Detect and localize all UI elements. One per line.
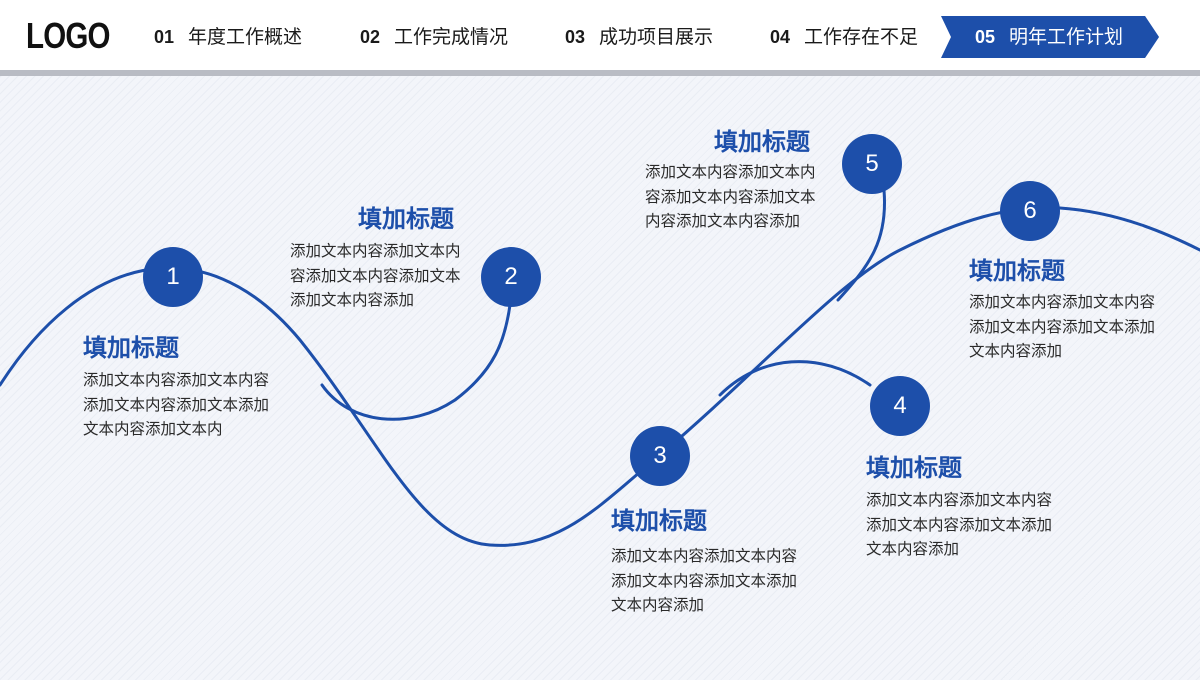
- step-4-title: 填加标题: [866, 454, 962, 482]
- nav-number: 01: [154, 27, 175, 47]
- step-node-6: 6: [1000, 181, 1060, 241]
- header-bar: LOGO 01 年度工作概述 02 工作完成情况 03 成功项目展示 04 工作…: [0, 0, 1200, 70]
- step-2-text: 添加文本内容添加文本内容添加文本内容添加文本添加文本内容添加: [290, 242, 461, 309]
- step-1-text: 添加文本内容添加文本内容添加文本内容添加文本添加文本内容添加文本内: [83, 371, 270, 438]
- curve-branch-4: [718, 360, 872, 397]
- step-node-1: 1: [143, 247, 203, 307]
- nav-number: 03: [565, 27, 586, 47]
- step-number: 1: [166, 263, 180, 290]
- step-number: 2: [504, 263, 518, 290]
- step-number: 5: [865, 150, 879, 177]
- curve-branch-5: [836, 188, 887, 302]
- step-3-title: 填加标题: [611, 507, 707, 535]
- step-5-title: 填加标题: [714, 128, 810, 156]
- step-node-3: 3: [630, 426, 690, 486]
- step-node-5: 5: [842, 134, 902, 194]
- nav-number: 02: [360, 27, 381, 47]
- step-node-2: 2: [481, 247, 541, 307]
- step-6-title: 填加标题: [969, 257, 1065, 285]
- nav-label: 年度工作概述: [188, 26, 303, 48]
- nav-item-shortcomings[interactable]: 04 工作存在不足: [770, 16, 918, 58]
- header-divider: [0, 70, 1200, 76]
- nav-item-project-showcase[interactable]: 03 成功项目展示: [565, 16, 713, 58]
- step-1-title: 填加标题: [83, 334, 179, 362]
- step-3-text: 添加文本内容添加文本内容添加文本内容添加文本添加文本内容添加: [611, 547, 798, 614]
- nav-item-next-year-plan[interactable]: 05 明年工作计划: [941, 16, 1159, 58]
- nav-number: 04: [770, 27, 791, 47]
- curve-branch-2: [320, 303, 512, 421]
- nav-label: 工作完成情况: [394, 26, 509, 48]
- nav-number: 05: [975, 27, 996, 47]
- step-6-text: 添加文本内容添加文本内容添加文本内容添加文本添加文本内容添加: [969, 293, 1156, 360]
- step-number: 4: [893, 392, 907, 419]
- step-2-title: 填加标题: [358, 205, 454, 233]
- nav-label: 工作存在不足: [804, 26, 919, 48]
- nav-item-annual-overview[interactable]: 01 年度工作概述: [154, 16, 302, 58]
- step-5-text: 添加文本内容添加文本内容添加文本内容添加文本内容添加文本内容添加: [645, 163, 816, 230]
- nav-item-work-completion[interactable]: 02 工作完成情况: [360, 16, 508, 58]
- step-number: 3: [653, 442, 667, 469]
- step-4-text: 添加文本内容添加文本内容添加文本内容添加文本添加文本内容添加: [866, 491, 1053, 558]
- nav-label: 明年工作计划: [1009, 26, 1124, 48]
- step-node-4: 4: [870, 376, 930, 436]
- logo: LOGO: [26, 15, 110, 56]
- step-number: 6: [1023, 197, 1037, 224]
- nav-label: 成功项目展示: [599, 26, 714, 48]
